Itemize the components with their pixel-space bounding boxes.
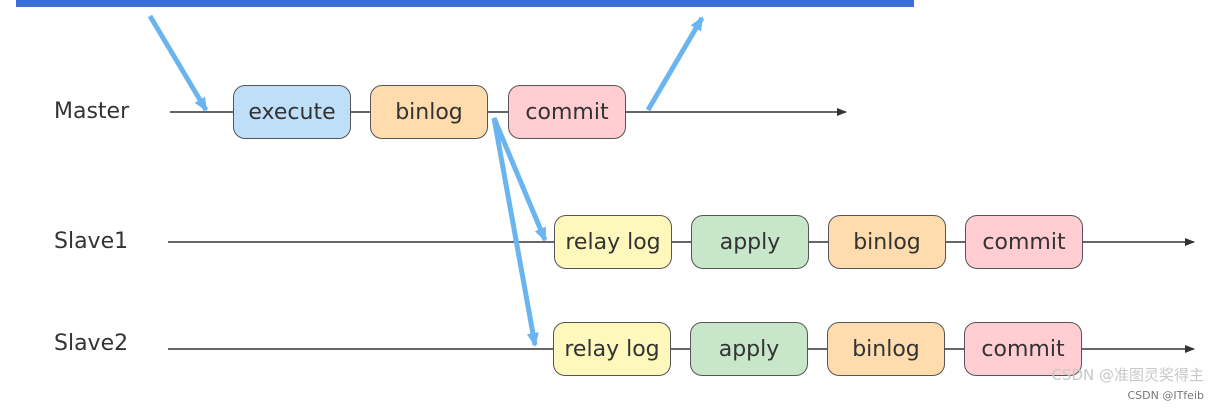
slave1-step-apply: apply — [691, 215, 809, 269]
binlog-to-slave2-arrow — [491, 117, 539, 347]
response-arrow — [645, 16, 705, 112]
binlog-to-slave1-arrow — [491, 117, 548, 242]
slave1-step-relay-log: relay log — [554, 215, 672, 269]
watermark-primary: CSDN @准图灵奖得主 — [1051, 366, 1204, 384]
row-label-slave2: Slave2 — [54, 331, 129, 356]
slave2-step-relay-log: relay log — [553, 322, 671, 376]
top-banner-bar — [16, 0, 914, 7]
slave2-step-binlog: binlog — [827, 322, 945, 376]
incoming-request-arrow — [147, 14, 209, 112]
watermark-secondary: CSDN @ITfeib — [1127, 389, 1204, 402]
slave2-step-apply: apply — [690, 322, 808, 376]
master-step-execute: execute — [233, 85, 351, 139]
slave1-step-commit: commit — [965, 215, 1083, 269]
slave1-step-binlog: binlog — [828, 215, 946, 269]
master-step-commit: commit — [508, 85, 626, 139]
slave2-step-commit: commit — [964, 322, 1082, 376]
row-label-master: Master — [54, 99, 130, 124]
master-step-binlog: binlog — [370, 85, 488, 139]
row-label-slave1: Slave1 — [54, 229, 129, 254]
